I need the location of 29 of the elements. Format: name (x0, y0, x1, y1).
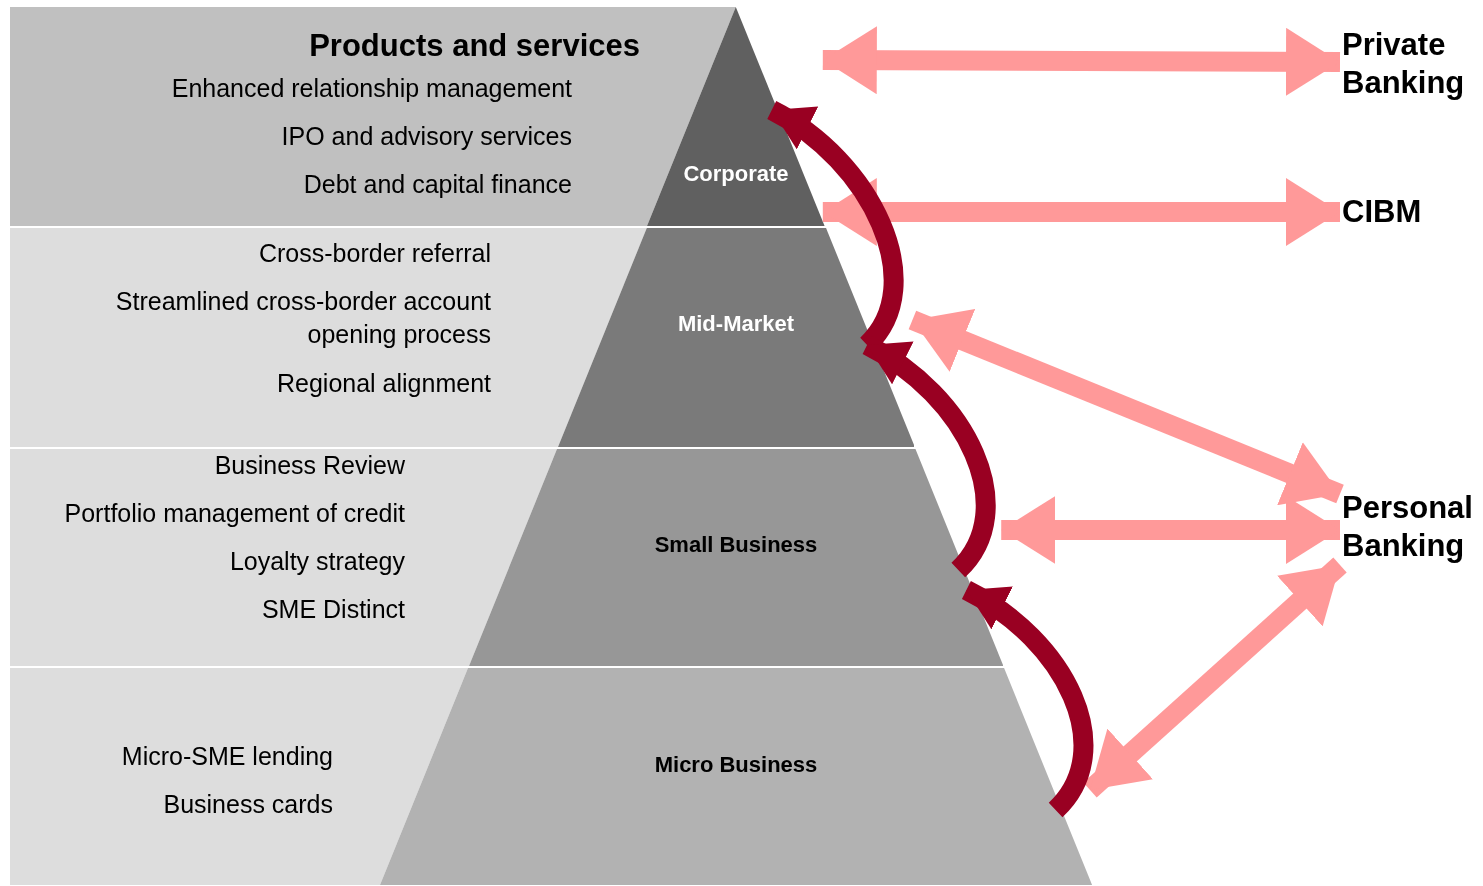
segment-label: Private Banking (1342, 26, 1482, 102)
segment-label: Personal Banking (1342, 489, 1482, 565)
double-arrow (1001, 496, 1340, 564)
pyramid-tier (557, 228, 915, 447)
list-item: Micro-SME lending (121, 741, 333, 772)
tier-label: Corporate (682, 161, 790, 187)
tier-label: Micro Business (653, 752, 819, 778)
double-arrow (908, 308, 1344, 506)
list-item: Enhanced relationship management (171, 73, 572, 104)
double-arrow (822, 26, 1341, 96)
list-item: Debt and capital finance (303, 169, 572, 200)
pyramid-tier (468, 449, 1004, 666)
segment-label: CIBM (1342, 193, 1482, 231)
list-item: Business Review (214, 450, 405, 481)
list-item: Portfolio management of credit (64, 498, 405, 529)
double-arrow (822, 178, 1340, 246)
tier-label: Small Business (653, 532, 819, 558)
list-item: Loyalty strategy (229, 546, 405, 577)
pyramid-tier (379, 668, 1092, 885)
list-item: Business cards (163, 789, 333, 820)
section-heading: Products and services (309, 29, 640, 62)
list-item: Cross-border referral (259, 238, 491, 269)
list-item: IPO and advisory services (281, 121, 572, 152)
list-item: Streamlined cross-border account opening process (114, 286, 491, 350)
pyramid-tier (647, 7, 825, 226)
list-item: SME Distinct (261, 594, 405, 625)
list-item: Regional alignment (276, 368, 491, 399)
double-arrow (1083, 557, 1347, 798)
tier-label: Mid-Market (676, 311, 796, 337)
